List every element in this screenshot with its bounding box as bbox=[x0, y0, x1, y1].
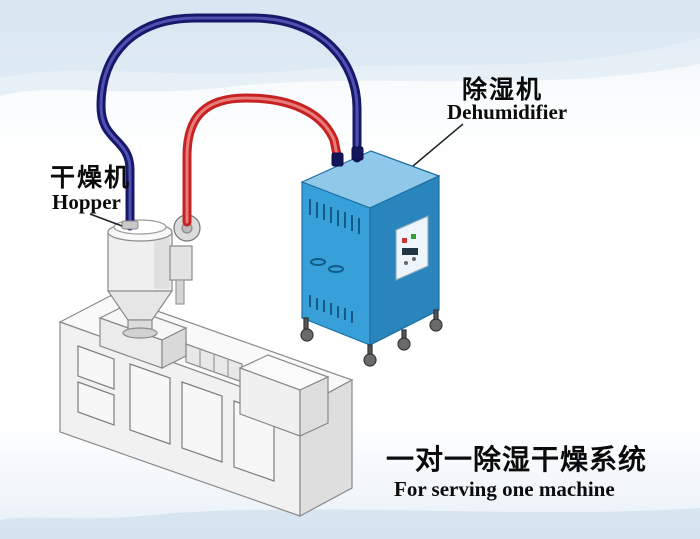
panel-button-green bbox=[411, 234, 416, 239]
casters bbox=[300, 309, 443, 367]
caption-cn: 一对一除湿干燥系统 bbox=[386, 443, 648, 476]
hopper-flange bbox=[122, 327, 158, 339]
blower-down-pipe bbox=[175, 279, 185, 305]
dehumidifier-unit bbox=[300, 150, 443, 367]
return-air-pipe-highlight bbox=[99, 16, 359, 228]
control-panel bbox=[395, 215, 429, 281]
machine-door-panel bbox=[77, 345, 115, 390]
hopper-label-en: Hopper bbox=[52, 190, 121, 214]
panel-knob bbox=[404, 261, 408, 265]
blower-bracket bbox=[169, 245, 193, 281]
panel-knob bbox=[412, 257, 416, 261]
cabinet-pipe-ports bbox=[331, 146, 364, 167]
pipes bbox=[96, 13, 362, 231]
hopper-label-cn: 干燥机 bbox=[50, 163, 132, 192]
dehumidifier-label-cn: 除湿机 bbox=[462, 75, 544, 104]
vent-louvers-upper bbox=[309, 199, 360, 234]
die-head-box bbox=[238, 354, 330, 437]
vent-ovals bbox=[310, 258, 344, 273]
leader-lines bbox=[89, 123, 464, 227]
machine-door-panel bbox=[129, 363, 171, 445]
hopper-dryer bbox=[106, 214, 201, 339]
panel-button-red bbox=[402, 238, 407, 243]
machine-door-panel bbox=[181, 381, 223, 463]
vent-louvers-lower bbox=[309, 295, 353, 323]
dry-air-pipe-highlight bbox=[185, 96, 340, 224]
caption-en: For serving one machine bbox=[394, 477, 615, 501]
machine-door-panel bbox=[77, 381, 115, 426]
leader-line-hopper bbox=[89, 213, 123, 227]
panel-display bbox=[402, 248, 418, 255]
leader-line-dehumidifier bbox=[412, 123, 464, 167]
hopper-lid-port bbox=[121, 220, 139, 230]
dehumidifier-label-en: Dehumidifier bbox=[447, 100, 568, 124]
